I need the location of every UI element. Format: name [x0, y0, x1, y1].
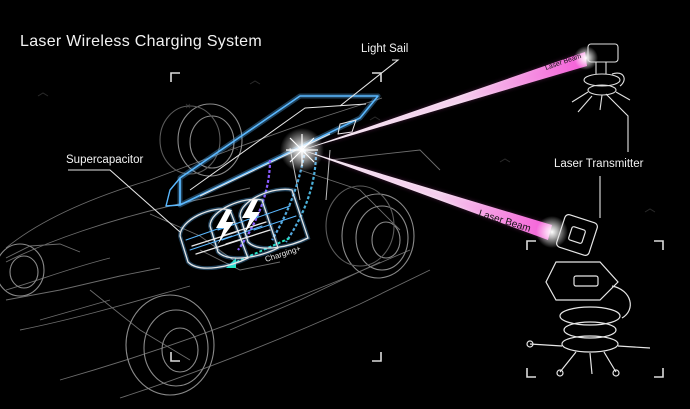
lightning-bolt-icon	[216, 210, 234, 244]
laser-transmitter-icon	[526, 214, 651, 377]
supercapacitor-label: Supercapacitor	[66, 154, 144, 166]
leader-lines	[68, 59, 629, 233]
laser-transmitter-icon	[571, 43, 631, 113]
laser-transmitter-label: Laser Transmitter	[554, 158, 644, 170]
diagram-title: Laser Wireless Charging System	[20, 33, 262, 50]
light-sail-label: Light Sail	[361, 43, 409, 55]
laser-beam-upper	[302, 52, 587, 150]
supercapacitor-pack	[177, 187, 311, 271]
focus-brackets	[170, 72, 664, 378]
lightning-bolt-icon	[242, 200, 260, 234]
beam-impact-glow	[280, 128, 324, 172]
race-car-wireframe	[5, 97, 441, 399]
laser-beam-lower	[302, 150, 552, 240]
car-wheels	[0, 103, 415, 396]
